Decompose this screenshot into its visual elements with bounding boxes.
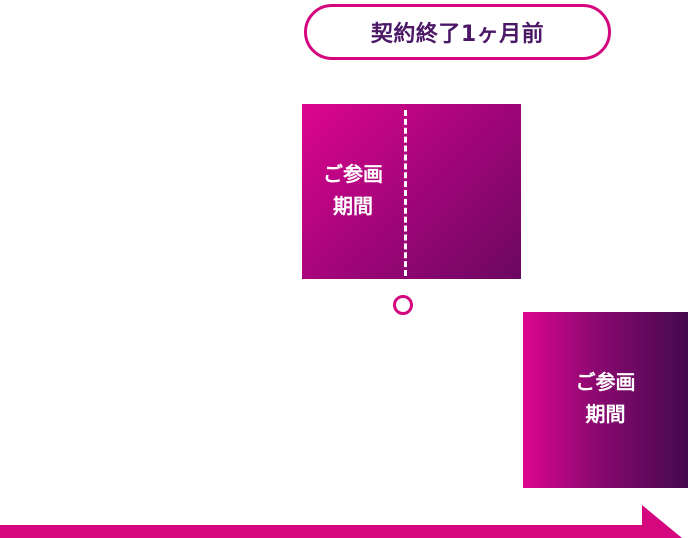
milestone-dashed-line (404, 110, 407, 276)
timeline-arrow (0, 505, 682, 538)
milestone-text: 契約終了1ヶ月前 (370, 22, 545, 47)
next-period-block: ご参画 期間 (523, 312, 688, 488)
timeline-arrow-shape (0, 505, 682, 538)
current-period-line1: ご参画 (323, 162, 383, 186)
current-period-line2: 期間 (333, 194, 373, 218)
next-period-line2: 期間 (585, 402, 626, 426)
current-period-block: ご参画 期間 (302, 104, 521, 279)
next-period-label: ご参画 期間 (523, 366, 688, 430)
milestone-marker-circle (393, 295, 413, 315)
milestone-label: 契約終了1ヶ月前 (304, 4, 611, 60)
current-period-label: ご参画 期間 (302, 158, 404, 222)
next-period-line1: ご参画 (575, 370, 636, 394)
